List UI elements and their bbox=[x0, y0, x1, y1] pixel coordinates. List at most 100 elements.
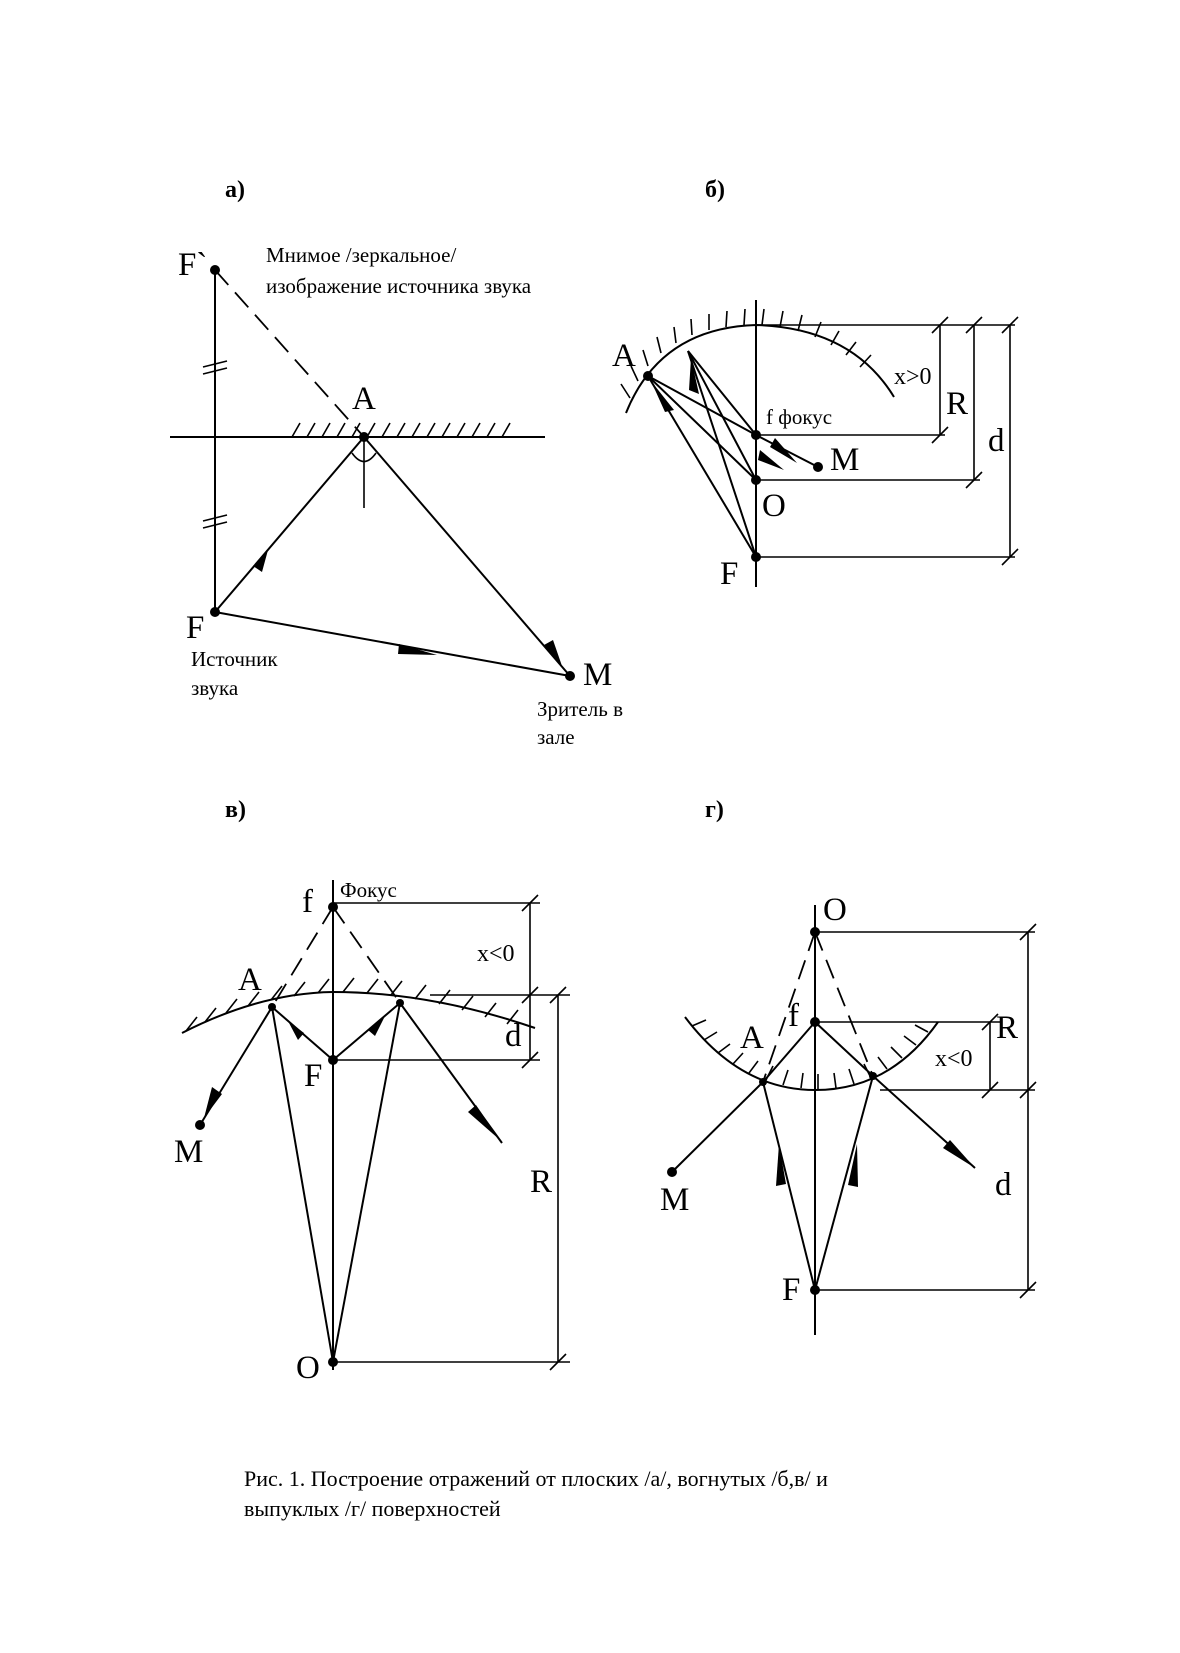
source-point-v bbox=[328, 1055, 338, 1065]
convex-surface-g bbox=[684, 1016, 939, 1092]
ray-f-to-right-v bbox=[332, 1002, 401, 1061]
source-caption-line1: Источник bbox=[191, 647, 278, 671]
concave-surface-b-hatching bbox=[620, 308, 872, 399]
ray-arrow-3-v bbox=[204, 1087, 222, 1118]
ray-focus-to-a-g bbox=[762, 1021, 816, 1083]
listener-point-g bbox=[667, 1167, 677, 1177]
panel-g: г) bbox=[660, 797, 1037, 1335]
ray-arrow-2-v bbox=[368, 1016, 385, 1036]
panel-b: б) bbox=[612, 177, 1019, 592]
angle-arc bbox=[351, 452, 377, 463]
dashed-to-o-left-g bbox=[762, 931, 816, 1083]
o-label-g: O bbox=[823, 892, 847, 928]
ray-f-to-right-g bbox=[814, 1075, 874, 1291]
d-label-g: d bbox=[995, 1167, 1012, 1203]
center-point-g bbox=[810, 927, 820, 937]
dashed-to-o-right-g bbox=[814, 931, 874, 1077]
listener-caption-line2: зале bbox=[537, 725, 575, 749]
point-a-g bbox=[759, 1078, 767, 1086]
concave-surface-b bbox=[625, 323, 895, 414]
direct-ray bbox=[214, 611, 571, 677]
ray-arrow-1-v bbox=[288, 1021, 304, 1040]
f-label-b: F bbox=[720, 556, 738, 592]
dashed-to-focus-left-v bbox=[271, 906, 334, 1008]
ray-f-to-b bbox=[687, 350, 757, 558]
direct-ray-arrow bbox=[398, 644, 437, 655]
d-label-v: d bbox=[505, 1018, 522, 1054]
point-a-label-b: A bbox=[612, 338, 636, 374]
ray-arrow-1-b bbox=[689, 358, 699, 394]
convex-surface-g-hatching bbox=[691, 1019, 929, 1089]
listener-label: M bbox=[583, 657, 612, 693]
source-caption-line2: звука bbox=[191, 676, 239, 700]
ray-focus-to-right-g bbox=[814, 1021, 874, 1077]
point-a-label-v: A bbox=[238, 962, 262, 998]
ray-arrow-1-g bbox=[776, 1144, 786, 1186]
ray-arrow-4-v bbox=[468, 1105, 500, 1140]
point-a-label: A bbox=[352, 381, 376, 417]
source-label: F bbox=[186, 610, 204, 646]
figure-caption-line1: Рис. 1. Построение отражений от плоских … bbox=[244, 1466, 828, 1491]
point-a-v bbox=[268, 1003, 276, 1011]
focus-point-v bbox=[328, 902, 338, 912]
focus-point-g bbox=[810, 1017, 820, 1027]
focus-word-v: Фокус bbox=[340, 878, 397, 902]
center-point-v bbox=[328, 1357, 338, 1367]
panel-v-label: в) bbox=[225, 797, 246, 823]
image-ray-dashed bbox=[214, 269, 365, 438]
focus-label-b: f фокус bbox=[766, 405, 832, 429]
reflected-ray-to-m-b bbox=[755, 434, 819, 468]
x-label-g: x<0 bbox=[935, 1046, 973, 1072]
focus-point-b bbox=[751, 430, 761, 440]
m-label-b: M bbox=[830, 442, 859, 478]
source-point bbox=[210, 607, 220, 617]
image-point bbox=[210, 265, 220, 275]
reflected-ray bbox=[363, 436, 571, 677]
point-a-label-g: A bbox=[740, 1020, 764, 1056]
source-label-v: F bbox=[304, 1058, 322, 1094]
ray-arrow-4-b bbox=[758, 450, 784, 470]
listener-point-b bbox=[813, 462, 823, 472]
r-label-v: R bbox=[530, 1164, 552, 1200]
reflected-ray-to-m-g bbox=[671, 1081, 764, 1173]
panel-a: а) bbox=[170, 177, 623, 749]
o-label-v: O bbox=[296, 1350, 320, 1386]
listener-point bbox=[565, 671, 575, 681]
concave-surface-v-hatching bbox=[185, 977, 519, 1032]
r-label-b: R bbox=[946, 386, 968, 422]
source-label-g: F bbox=[782, 1272, 800, 1308]
o-label-b: O bbox=[762, 488, 786, 524]
reflection-point-a bbox=[359, 432, 369, 442]
x-label-v: x<0 bbox=[477, 941, 515, 967]
incident-ray-arrow bbox=[253, 550, 268, 572]
r-label-g: R bbox=[996, 1010, 1018, 1046]
listener-point-v bbox=[195, 1120, 205, 1130]
ray-arrow-3-b bbox=[770, 438, 797, 463]
reflected-ray-arrow bbox=[544, 640, 562, 666]
ray-arrow-2-g bbox=[848, 1144, 858, 1187]
d-label-b: d bbox=[988, 423, 1005, 459]
point-a-b bbox=[643, 371, 653, 381]
dashed-to-focus-right-v bbox=[332, 906, 401, 1004]
image-caption-line1: Мнимое /зеркальное/ bbox=[266, 243, 456, 267]
incident-ray bbox=[214, 436, 365, 613]
ray-o-to-right-v bbox=[332, 1002, 401, 1363]
flat-surface-hatching bbox=[291, 422, 511, 438]
source-point-b bbox=[751, 552, 761, 562]
point-b-v bbox=[396, 999, 404, 1007]
ray-top-to-focus-b bbox=[687, 350, 757, 436]
ray-a-to-o-b bbox=[647, 375, 757, 481]
f-label-g: f bbox=[788, 998, 799, 1034]
m-label-g: M bbox=[660, 1182, 689, 1218]
m-label-v: M bbox=[174, 1134, 203, 1170]
center-point-b bbox=[751, 475, 761, 485]
panel-v: в) bbox=[174, 797, 570, 1386]
image-label: F` bbox=[178, 247, 207, 283]
f-label-v: f bbox=[302, 884, 313, 920]
concave-surface-v bbox=[181, 990, 536, 1034]
panel-a-label: а) bbox=[225, 177, 245, 203]
panel-b-label: б) bbox=[705, 177, 725, 203]
ray-o-to-a-v bbox=[271, 1006, 334, 1363]
ray-arrow-3-g bbox=[943, 1140, 975, 1168]
